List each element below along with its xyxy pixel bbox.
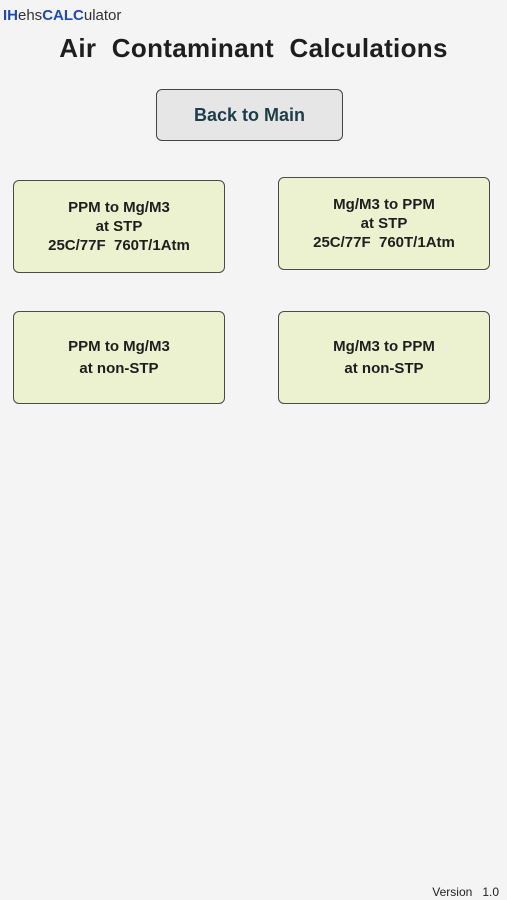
ppm-to-mgm3-non-stp-button[interactable]: PPM to Mg/M3 at non-STP <box>13 311 225 404</box>
page-title: Air Contaminant Calculations <box>59 33 448 63</box>
button-label-line: Mg/M3 to PPM <box>333 196 435 213</box>
button-label-line: 25C/77F 760T/1Atm <box>313 234 455 251</box>
mgm3-to-ppm-stp-button[interactable]: Mg/M3 to PPM at STP 25C/77F 760T/1Atm <box>278 177 490 270</box>
button-label-line: at non-STP <box>344 360 424 377</box>
button-label-line: Mg/M3 to PPM <box>333 338 435 355</box>
button-label-line: at STP <box>95 218 143 235</box>
mgm3-to-ppm-non-stp-button[interactable]: Mg/M3 to PPM at non-STP <box>278 311 490 404</box>
logo-ulator-text: ulator <box>83 7 122 24</box>
back-to-main-button[interactable]: Back to Main <box>156 89 343 141</box>
ppm-to-mgm3-stp-button[interactable]: PPM to Mg/M3 at STP 25C/77F 760T/1Atm <box>13 180 225 273</box>
logo-calc-text: CALC <box>42 7 84 24</box>
logo-ehs-text: ehs <box>18 7 43 24</box>
version-number: 1.0 <box>482 885 499 899</box>
button-label-line: 25C/77F 760T/1Atm <box>48 237 190 254</box>
version-info: Version 1.0 <box>432 885 499 899</box>
version-label: Version <box>432 885 473 899</box>
logo-ih-text: IH <box>3 7 18 24</box>
button-label-line: at STP <box>360 215 408 232</box>
button-label-line: PPM to Mg/M3 <box>68 338 170 355</box>
button-label-line: at non-STP <box>79 360 159 377</box>
app-logo: IHehsCALCulator <box>3 6 121 26</box>
button-label-line: PPM to Mg/M3 <box>68 199 170 216</box>
